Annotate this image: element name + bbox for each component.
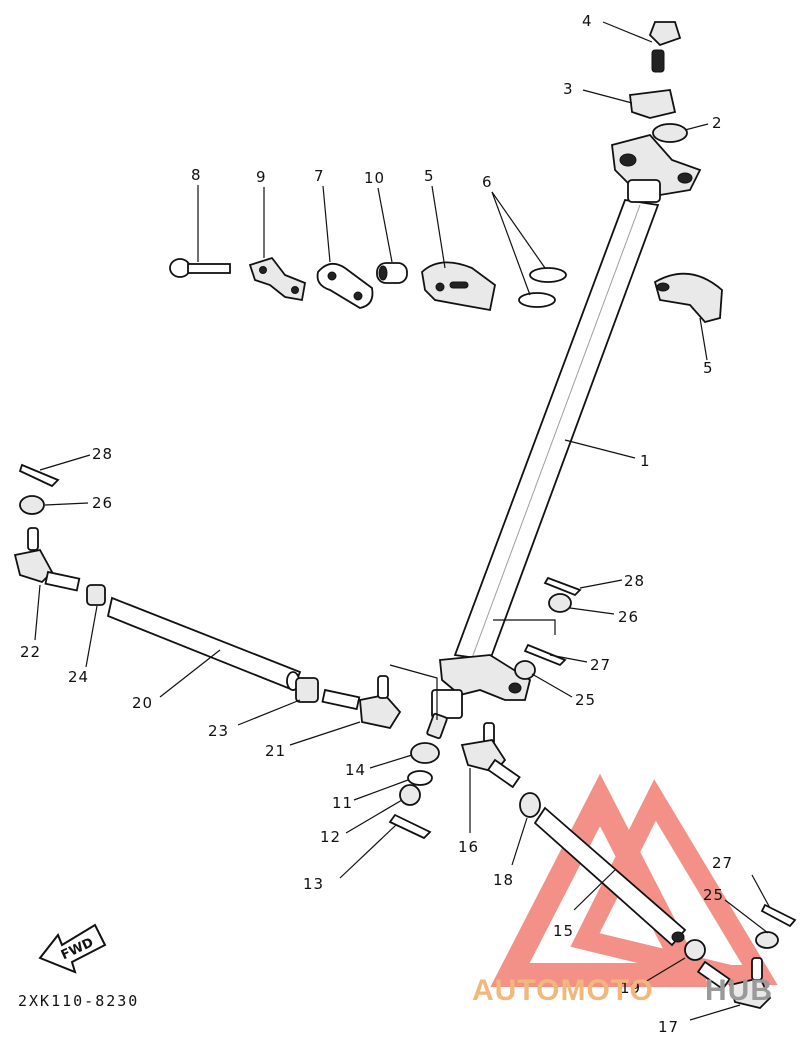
callout-18: 18 (493, 871, 514, 889)
callout-28-right: 28 (624, 572, 645, 590)
callout-27-center: 27 (590, 656, 611, 674)
callout-2: 2 (712, 114, 723, 132)
callout-6: 6 (482, 173, 493, 191)
callout-25-right: 25 (703, 886, 724, 904)
forward-direction-arrow-icon: FWD (38, 923, 107, 974)
callout-19: 19 (620, 979, 641, 997)
callout-15: 15 (553, 922, 574, 940)
callout-28-left: 28 (92, 445, 113, 463)
watermark-part-a: AUTOMOTO (472, 974, 654, 1007)
callout-3: 3 (563, 80, 574, 98)
callout-13: 13 (303, 875, 324, 893)
callout-11: 11 (332, 794, 353, 812)
callout-14: 14 (345, 761, 366, 779)
right-tie-rod-assembly (460, 576, 797, 1009)
callout-16: 16 (458, 838, 479, 856)
center-fastener-stack (388, 742, 440, 840)
callout-26-right: 26 (618, 608, 639, 626)
callout-23: 23 (208, 722, 229, 740)
callout-21: 21 (265, 742, 286, 760)
callout-27-right: 27 (712, 854, 733, 872)
clamp-half-right (653, 272, 723, 324)
watermark-part-b: HUB (705, 974, 773, 1007)
callout-5-right: 5 (703, 359, 714, 377)
callout-9: 9 (256, 168, 267, 186)
left-tie-rod-assembly (13, 463, 402, 730)
callout-17: 17 (658, 1018, 679, 1036)
leader-lines (34, 21, 771, 1021)
bracket-parts-row (169, 256, 567, 312)
callout-20: 20 (132, 694, 153, 712)
clamp-assembly-top (629, 21, 688, 143)
callout-1: 1 (640, 452, 651, 470)
callout-7: 7 (314, 167, 325, 185)
callout-10: 10 (364, 169, 385, 187)
watermark-logo-shape (490, 773, 778, 987)
callout-8: 8 (191, 166, 202, 184)
callout-4: 4 (582, 12, 593, 30)
watermark-text: AUTOMOTO HUB (472, 974, 773, 1007)
callout-labels: 4 3 2 8 9 7 10 5 6 5 1 28 26 22 24 20 23… (20, 12, 733, 1036)
callout-5-left: 5 (424, 167, 435, 185)
callout-25-center: 25 (575, 691, 596, 709)
steering-column-part (426, 133, 702, 740)
part-code: 2XK110-8230 (18, 992, 139, 1010)
callout-26-left: 26 (92, 494, 113, 512)
callout-22: 22 (20, 643, 41, 661)
callout-24: 24 (68, 668, 89, 686)
callout-12: 12 (320, 828, 341, 846)
